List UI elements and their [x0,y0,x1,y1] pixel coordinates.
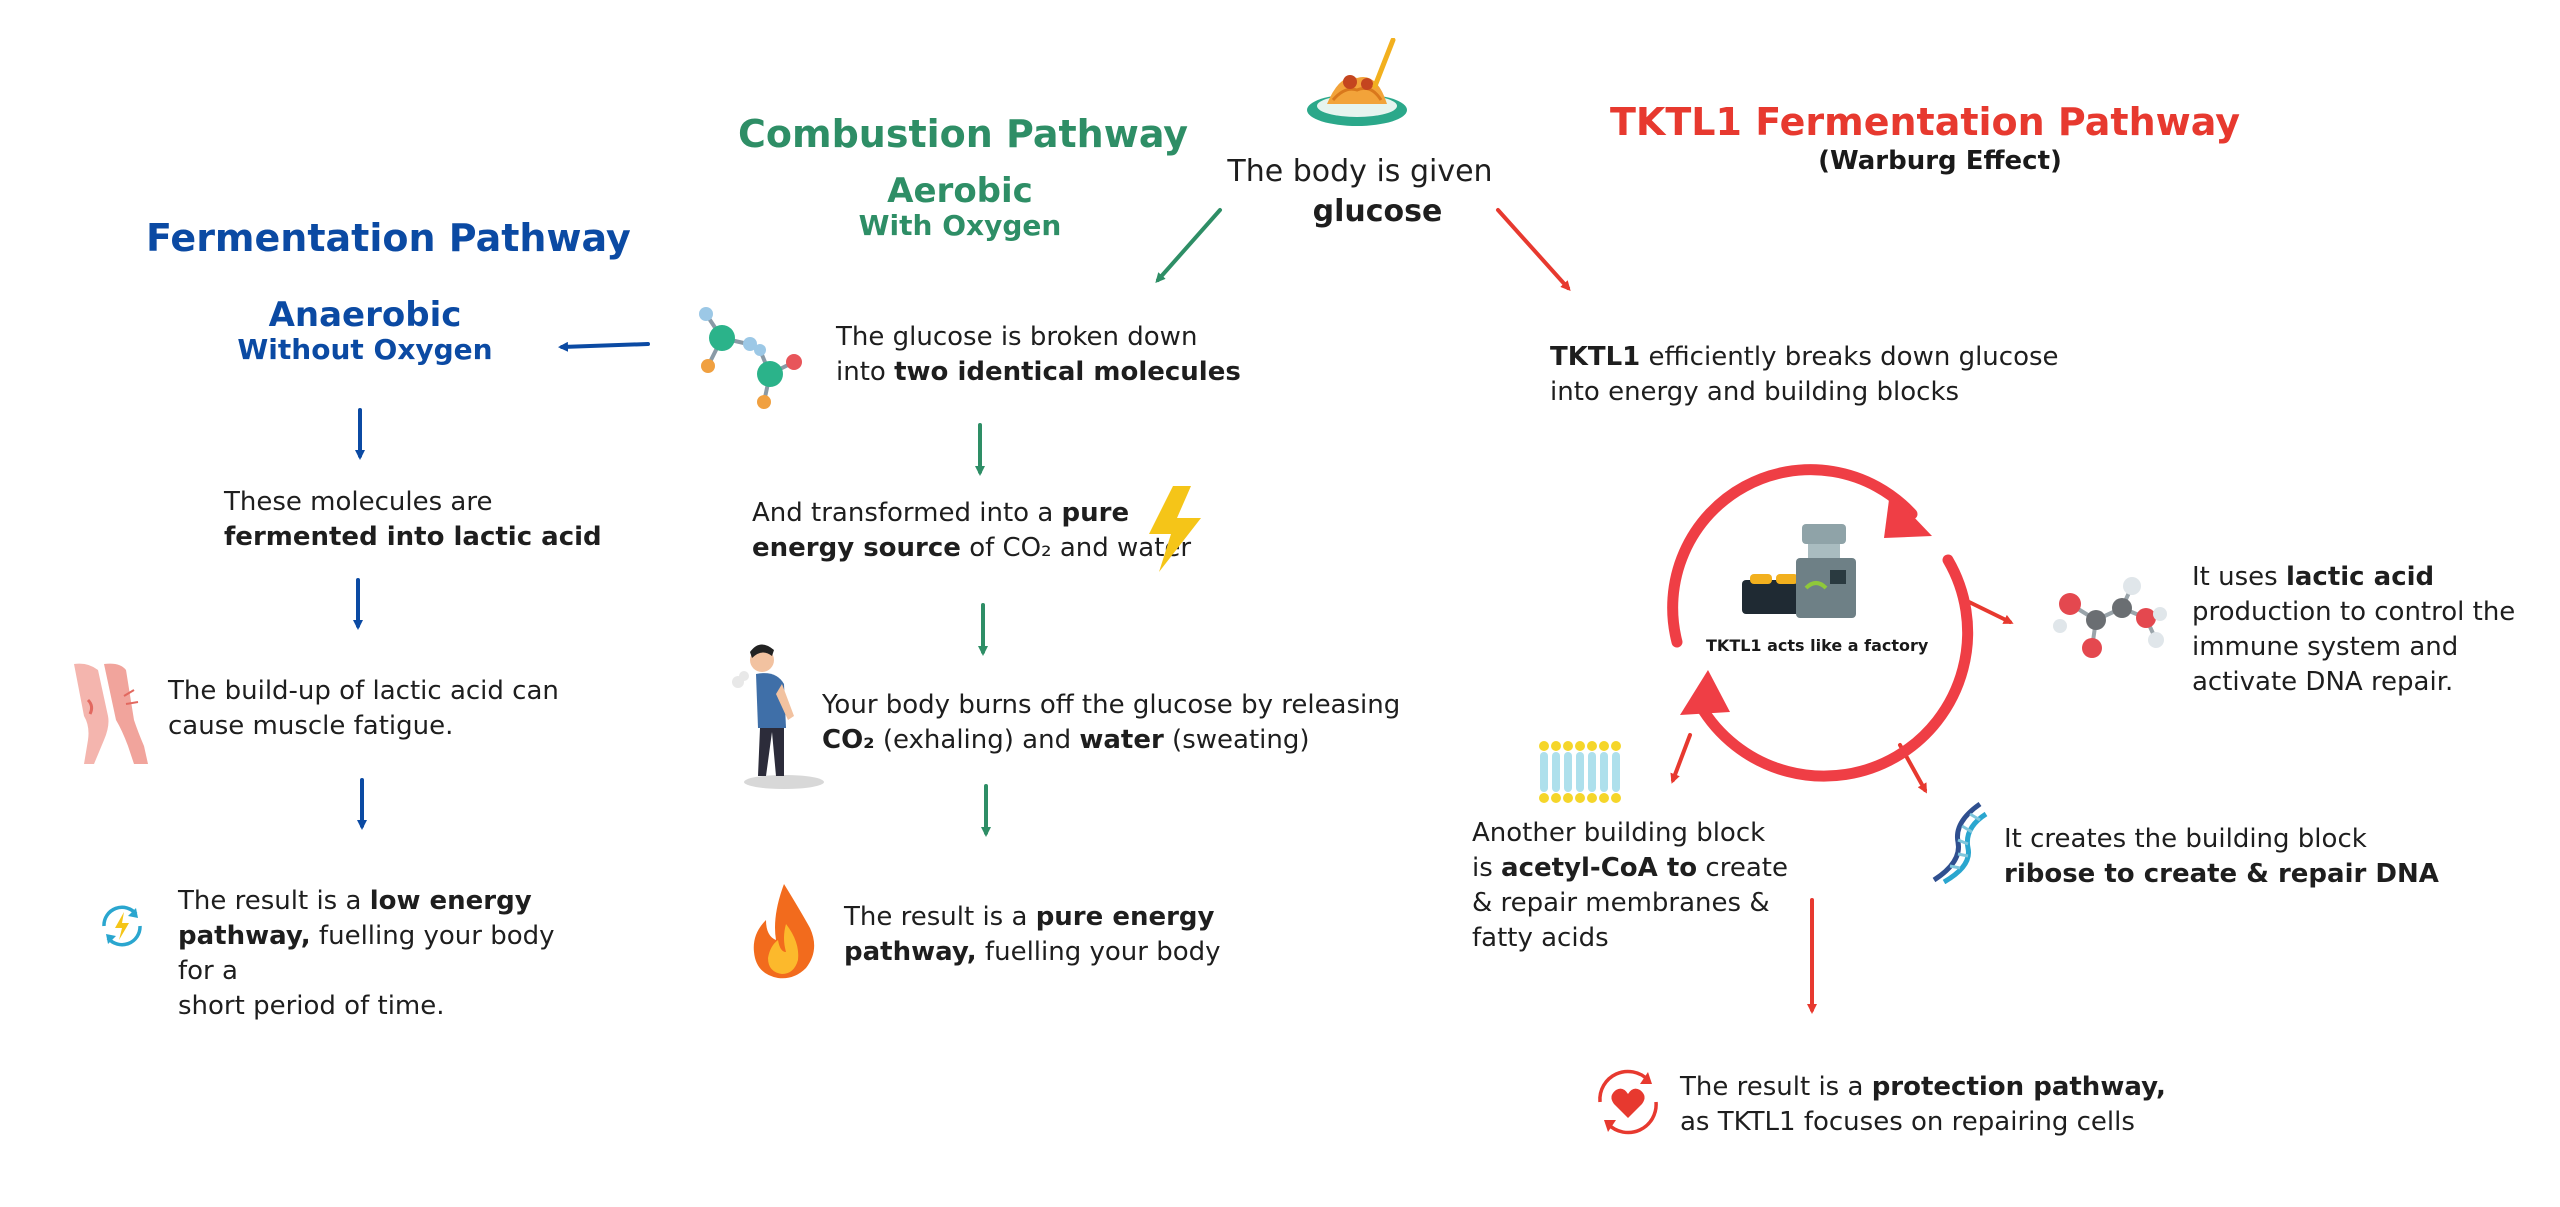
tktl1-ribose-bold2: ribose to create & repair DNA [2004,859,2439,889]
combustion-step3-mid: (exhaling) and [874,725,1080,755]
combustion-result-pre: The result is a [844,902,1036,932]
membrane-icon [1536,738,1628,806]
tktl1-ribose: It creates the building block ribose to … [2004,822,2439,892]
fermentation-title: Fermentation Pathway [146,216,631,260]
combustion-title: Combustion Pathway [738,112,1189,156]
fermentation-result: The result is a low energy pathway, fuel… [178,884,598,1024]
tktl1-title: TKTL1 Fermentation Pathway [1610,100,2240,144]
fermentation-step1-pre: These molecules are [224,487,493,517]
molecules-icon [694,304,812,414]
tktl1-acetyl-bold2: acetyl-CoA to [1501,853,1698,883]
arrow-to-acetyl [1670,733,1692,784]
tktl1-step1-line2: into energy and building blocks [1550,377,1960,407]
tktl1-lactic-line4: activate DNA repair. [2192,667,2454,697]
combustion-step3-bold1: CO₂ [822,725,875,755]
molecule-icon [2046,574,2170,666]
fermentation-result-post: fuelling your body for a [178,921,555,986]
arrow-to-fermentation [558,341,650,352]
tktl1-step1: TKTL1 efficiently breaks down glucose in… [1550,340,2059,410]
fermentation-step2-line2: cause muscle fatigue. [168,711,454,741]
combustion-result-post: fuelling your body [976,937,1221,967]
fermentation-step1: These molecules are fermented into lacti… [224,485,602,555]
combustion-step2-bold2: energy source [752,533,961,563]
tktl1-lactic-line2: production to control the [2192,597,2516,627]
combustion-result-bold2: pathway, [844,937,977,967]
combustion-mode-title: Aerobic [887,171,1033,211]
dna-icon [1924,800,1992,885]
fermentation-result-line3: short period of time. [178,991,445,1021]
legs-icon [64,660,154,770]
factory-label: TKTL1 acts like a factory [1706,636,1929,655]
combustion-step3-line1: Your body burns off the glucose by relea… [822,690,1401,720]
tktl1-result: The result is a protection pathway, as T… [1680,1070,2166,1140]
flame-icon [748,880,820,980]
fermentation-result-bold1: low energy [369,886,532,916]
combustion-step3-bold2: water [1079,725,1164,755]
arrow-to-lactic [1963,598,2014,624]
combustion-step1: The glucose is broken down into two iden… [836,320,1241,390]
factory-machine-icon [1742,518,1860,628]
fermentation-result-bold2: pathway, [178,921,311,951]
combustion-step3: Your body burns off the glucose by relea… [822,688,1400,758]
combustion-mode-sub: With Oxygen [858,209,1062,242]
combustion-step2-post: of CO₂ and water [960,533,1192,563]
combustion-result: The result is a pure energy pathway, fue… [844,900,1221,970]
energy-cycle-icon [96,900,148,952]
tktl1-step1-post: efficiently breaks down glucose [1640,342,2059,372]
pasta-plate-icon [1305,37,1415,138]
fermentation-result-pre: The result is a [178,886,370,916]
glucose-word: glucose [1312,194,1443,229]
combustion-step1-pre2: into [836,357,895,387]
tktl1-result-pre: The result is a [1680,1072,1872,1102]
tktl1-subtitle: (Warburg Effect) [1818,146,2062,176]
tktl1-acetyl-line3: & repair membranes & [1472,888,1770,918]
tired-person-icon [728,636,838,792]
tktl1-acetyl: Another building block is acetyl-CoA to … [1472,816,1788,956]
fermentation-mode: Anaerobic Without Oxygen [200,296,530,366]
heart-cycle-icon [1590,1064,1666,1140]
tktl1-lactic-bold: lactic acid [2285,562,2435,592]
tktl1-lactic-line3: immune system and [2192,632,2459,662]
lightning-icon [1145,484,1205,574]
glucose-intro: The body is given glucose [1190,152,1530,232]
tktl1-acetyl-line1: Another building block [1472,818,1766,848]
combustion-result-bold1: pure energy [1035,902,1215,932]
tktl1-lactic-pre: It uses [2192,562,2286,592]
tktl1-ribose-line1: It creates the building block [2004,824,2367,854]
tktl1-lactic: It uses lactic acid production to contro… [2192,560,2515,700]
arrow-glucose-to-tktl1 [1496,208,1571,291]
tktl1-step1-bold: TKTL1 [1550,342,1641,372]
fermentation-mode-title: Anaerobic [268,295,462,335]
fermentation-mode-sub: Without Oxygen [237,333,493,366]
tktl1-acetyl-pre2: is [1472,853,1502,883]
combustion-step2-bold1: pure [1061,498,1130,528]
glucose-line1: The body is given [1227,154,1493,189]
combustion-step2-pre: And transformed into a [752,498,1062,528]
combustion-step1-bold2: two identical molecules [894,357,1241,387]
tktl1-result-line2: as TKTL1 focuses on repairing cells [1680,1107,2135,1137]
combustion-step2: And transformed into a pure energy sourc… [752,496,1191,566]
tktl1-acetyl-line4: fatty acids [1472,923,1609,953]
arrow-glucose-to-combustion [1155,208,1222,283]
fermentation-step2: The build-up of lactic acid can cause mu… [168,674,559,744]
cycle-arrows-icon [1667,464,1974,782]
tktl1-result-bold: protection pathway, [1871,1072,2166,1102]
tktl1-header: TKTL1 Fermentation Pathway (Warburg Effe… [1600,100,2250,178]
fermentation-step2-line1: The build-up of lactic acid can [168,676,559,706]
fermentation-step1-bold: fermented into lactic acid [224,522,602,552]
tktl1-acetyl-post2: create [1697,853,1788,883]
combustion-step1-line1: The glucose is broken down [836,322,1198,352]
combustion-step3-post: (sweating) [1163,725,1310,755]
combustion-mode: Aerobic With Oxygen [795,172,1125,242]
